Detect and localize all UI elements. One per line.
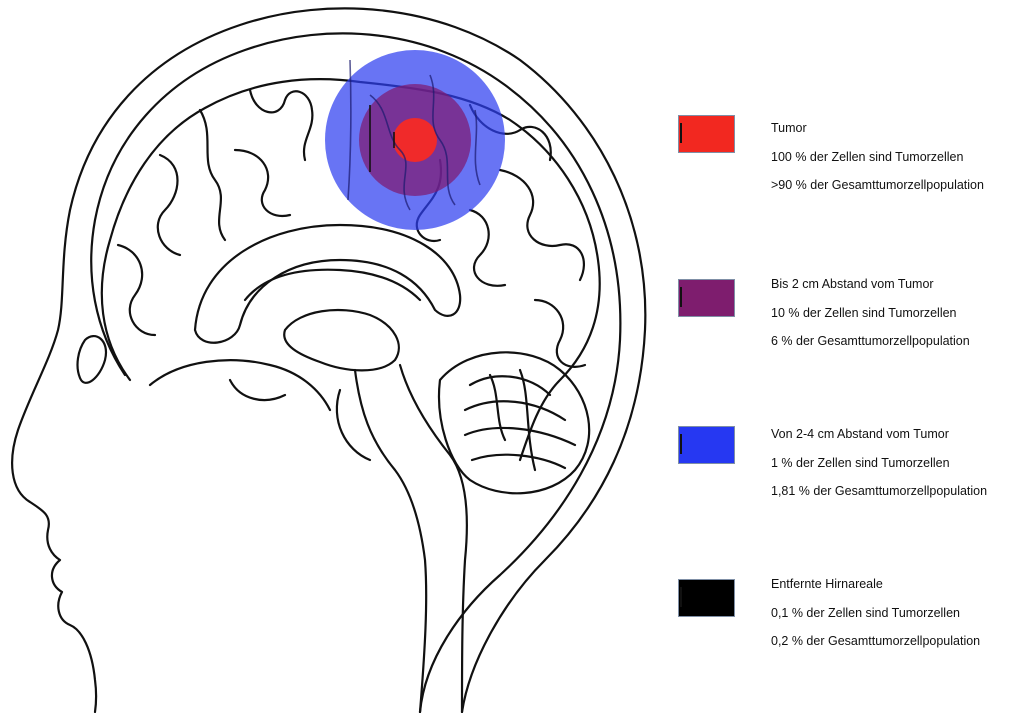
legend-item-zone-2-4cm: Von 2-4 cm Abstand vom Tumor 1 % der Zel… [678,424,1013,524]
legend-item-tumor: Tumor 100 % der Zellen sind Tumorzellen … [678,114,1013,214]
cerebellum-fold [465,428,575,445]
legend-population-share: 1,81 % der Gesamttumorzellpopulation [771,481,987,510]
cerebellum-fold [470,376,550,395]
legend-item-distant: Entfernte Hirnareale 0,1 % der Zellen si… [678,574,1013,674]
gyrus [200,110,225,240]
cerebellum-fold [465,401,565,420]
gyrus [470,210,505,286]
cerebellum-fold [472,455,565,468]
legend-title: Bis 2 cm Abstand vom Tumor [771,274,970,303]
legend-swatch [678,426,735,464]
legend-population-share: >90 % der Gesamttumorzellpopulation [771,175,984,204]
legend-cell-share: 1 % der Zellen sind Tumorzellen [771,453,987,482]
temporal-lobe [230,380,285,400]
gyrus [158,155,180,255]
ventricle [245,270,420,300]
legend-cell-share: 10 % der Zellen sind Tumorzellen [771,303,970,332]
legend-item-zone-2cm: Bis 2 cm Abstand vom Tumor 10 % der Zell… [678,274,1013,374]
legend-title: Tumor [771,118,984,147]
head-outline [12,8,645,712]
cerebellum-fold [490,375,505,440]
legend-title: Entfernte Hirnareale [771,574,980,603]
pons [337,390,370,460]
tumor-core-circle [393,118,437,162]
legend-title: Von 2-4 cm Abstand vom Tumor [771,424,987,453]
corpus-callosum [195,225,460,343]
legend-cell-share: 0,1 % der Zellen sind Tumorzellen [771,603,980,632]
thalamus [284,310,399,370]
gyrus [235,150,290,216]
legend-swatch [678,579,735,617]
legend-population-share: 6 % der Gesamttumorzellpopulation [771,331,970,360]
brainstem [355,370,426,712]
legend-cell-share: 100 % der Zellen sind Tumorzellen [771,147,984,176]
temporal-lobe [150,360,330,410]
legend-population-share: 0,2 % der Gesamttumorzellpopulation [771,631,980,660]
brain-illustration [0,0,650,713]
orbit [78,336,106,383]
gyrus [500,170,584,280]
legend-swatch [678,115,735,153]
gyrus [118,245,155,335]
gyrus [250,90,312,160]
legend-swatch [678,279,735,317]
gyrus [535,300,585,367]
